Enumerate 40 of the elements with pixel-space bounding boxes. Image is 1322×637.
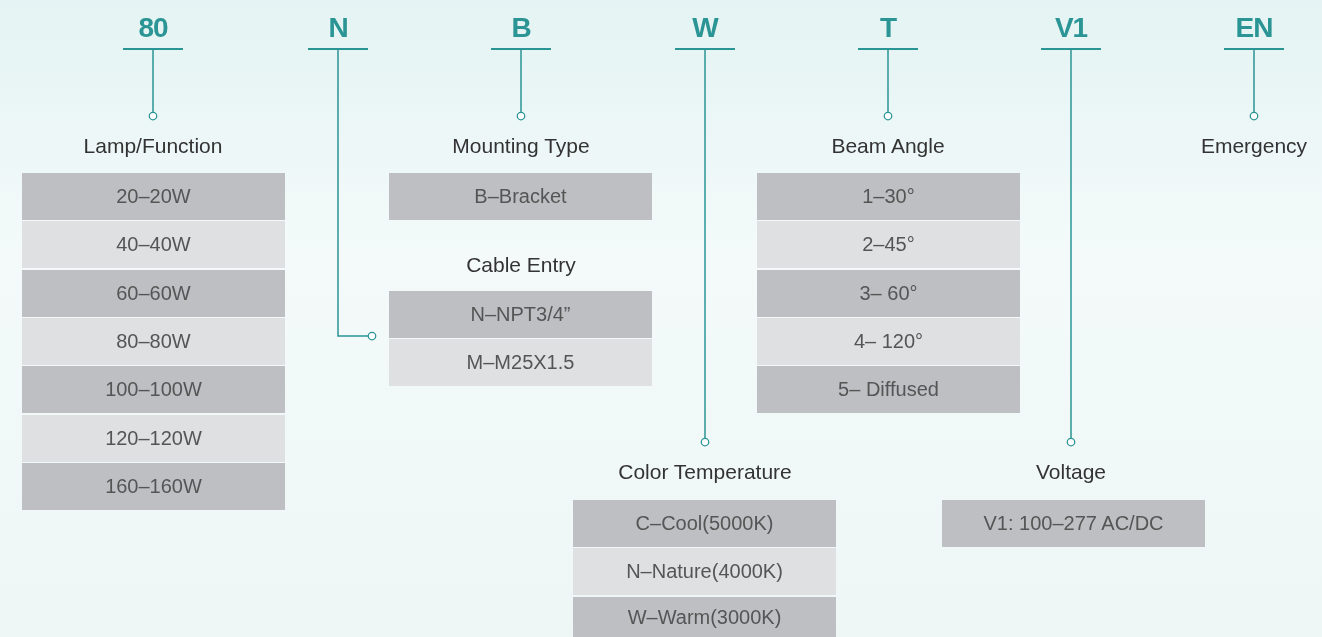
code-segment: W (675, 8, 735, 50)
leader-line (148, 49, 158, 121)
option-cell: 4– 120° (757, 318, 1020, 365)
table-heading: Cable Entry (465, 252, 577, 278)
option-cell: C–Cool(5000K) (573, 500, 836, 547)
option-cell: 1–30° (757, 173, 1020, 220)
option-cell: N–Nature(4000K) (573, 548, 836, 595)
option-cell: 20–20W (22, 173, 285, 220)
code-segment: EN (1224, 8, 1284, 50)
option-cell: 40–40W (22, 221, 285, 268)
option-cell: 160–160W (22, 463, 285, 510)
table-heading: Voltage (991, 456, 1151, 488)
option-cell: W–Warm(3000K) (573, 597, 836, 637)
leader-line (883, 49, 893, 121)
table-heading: Lamp/Function (53, 130, 253, 162)
option-cell: 120–120W (22, 415, 285, 462)
option-cell: 2–45° (757, 221, 1020, 268)
leader-line (1249, 49, 1259, 121)
leader-line (516, 49, 526, 121)
option-cell: M–M25X1.5 (389, 339, 652, 386)
table-heading: Color Temperature (595, 456, 815, 488)
code-segment: N (308, 8, 368, 50)
leader-line (700, 49, 710, 447)
option-cell: 5– Diffused (757, 366, 1020, 413)
code-segment: B (491, 8, 551, 50)
code-segment: 80 (123, 8, 183, 50)
code-segment: T (858, 8, 918, 50)
option-cell: 60–60W (22, 270, 285, 317)
leader-line (337, 49, 377, 341)
table-heading: Mounting Type (421, 130, 621, 162)
option-cell: B–Bracket (389, 173, 652, 220)
table-heading: Beam Angle (788, 130, 988, 162)
code-segment: V1 (1041, 8, 1101, 50)
leader-line (1066, 49, 1076, 447)
table-heading: Emergency (1179, 130, 1322, 162)
option-cell: V1: 100–277 AC/DC (942, 500, 1205, 547)
option-cell: 80–80W (22, 318, 285, 365)
option-cell: N–NPT3/4” (389, 291, 652, 338)
option-cell: 100–100W (22, 366, 285, 413)
option-cell: 3– 60° (757, 270, 1020, 317)
